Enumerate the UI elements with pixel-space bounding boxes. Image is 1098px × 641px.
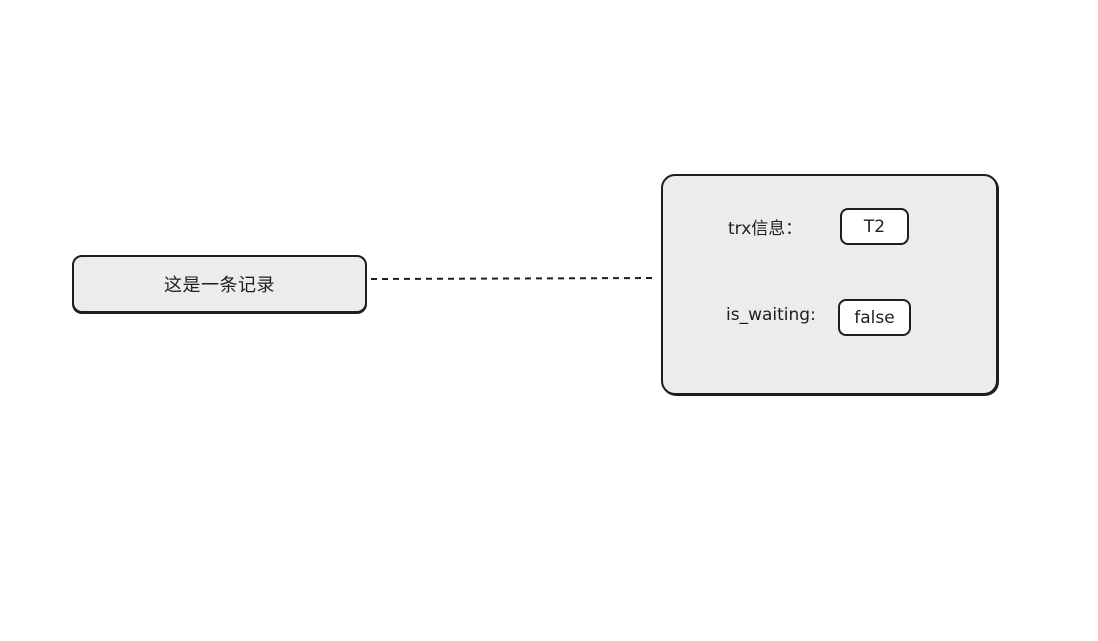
trx-info-label: trx信息：: [728, 219, 803, 239]
is-waiting-value: false: [838, 299, 911, 336]
is-waiting-value-text: false: [854, 307, 895, 328]
trx-info-value: T2: [840, 208, 909, 245]
record-box: 这是一条记录: [72, 255, 367, 313]
trx-info-value-text: T2: [863, 216, 886, 237]
is-waiting-label: is_waiting:: [726, 305, 816, 325]
record-label: 这是一条记录: [164, 275, 275, 296]
lock-struct-box: trx信息： T2 is_waiting: false: [661, 174, 998, 395]
dashed-connector: [371, 277, 653, 280]
